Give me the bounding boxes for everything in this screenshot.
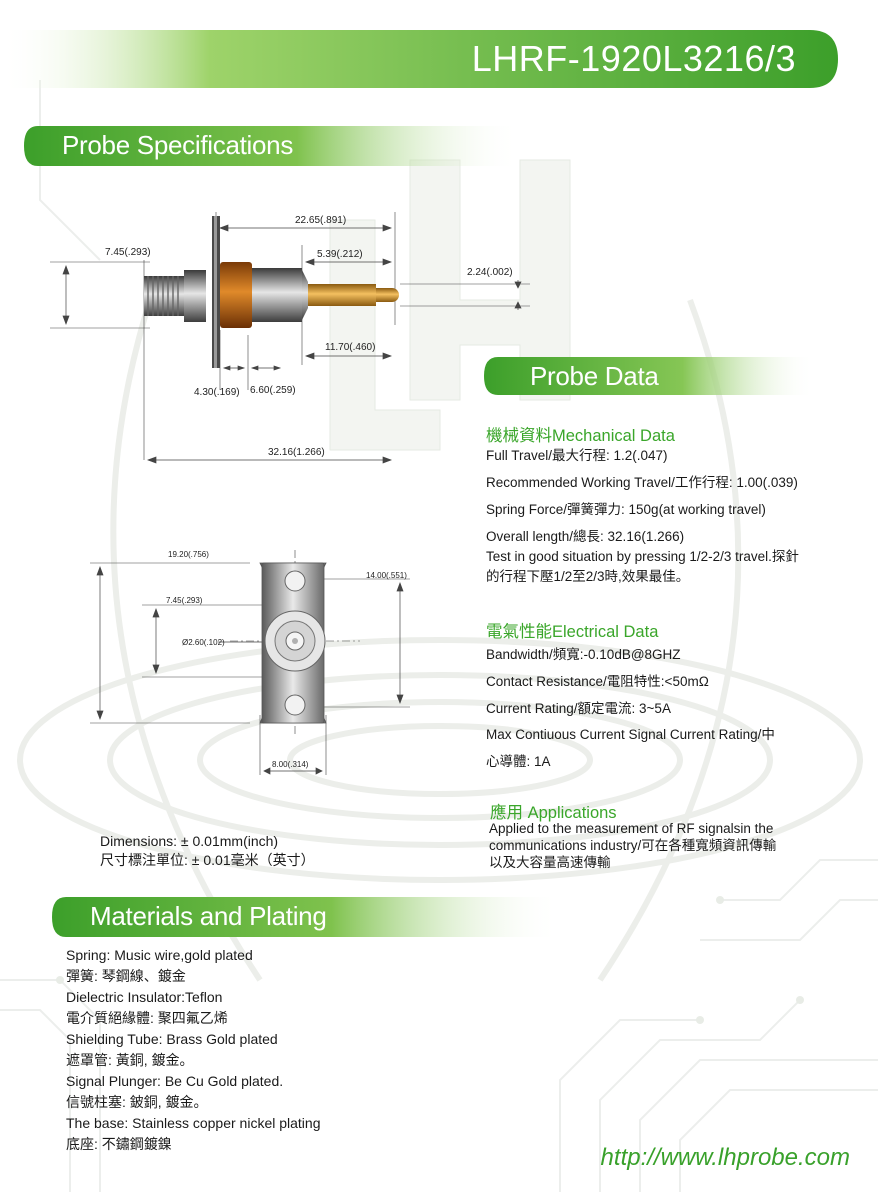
probe-front-view-drawing: 19.20(.756) 14.00(.551) 7.45(.293) Ø2.60… — [90, 550, 410, 775]
spec-overall-length: Overall length/總長: 32.16(1.266) — [486, 529, 685, 544]
dim-width: 19.20(.756) — [168, 550, 209, 559]
material-spring-zh: 彈簧: 琴鋼線、鍍金 — [66, 968, 186, 984]
section-title-materials: Materials and Plating — [90, 901, 327, 931]
dim-flange-offset: 4.30(.169) — [194, 387, 240, 398]
dim-plate-width: 8.00(.314) — [272, 760, 309, 769]
mechanical-heading: 機械資料Mechanical Data — [486, 427, 675, 445]
spec-current-rating: Current Rating/額定電流: 3~5A — [486, 701, 671, 716]
spec-contact-resistance: Contact Resistance/電阻特性:<50mΩ — [486, 674, 709, 689]
material-base: The base: Stainless copper nickel platin… — [66, 1115, 321, 1131]
applications-heading: 應用 Applications — [490, 804, 617, 822]
dim-connector-height: 7.45(.293) — [105, 247, 151, 258]
dim-hole-spacing: 14.00(.551) — [366, 571, 407, 580]
spec-full-travel: Full Travel/最大行程: 1.2(.047) — [486, 448, 668, 463]
material-plunger-zh: 信號柱塞: 鈹銅, 鍍金。 — [66, 1094, 208, 1110]
applications-line-2: communications industry/可在各種寬頻資訊傳輸 — [489, 838, 777, 853]
dim-plunger: 5.39(.212) — [317, 249, 363, 260]
electrical-heading: 電氣性能Electrical Data — [486, 623, 659, 641]
spec-test-note-zh: 的行程下壓1/2至2/3時,效果最佳。 — [486, 569, 690, 584]
material-dielectric: Dielectric Insulator:Teflon — [66, 989, 223, 1005]
applications-line-1: Applied to the measurement of RF signals… — [489, 821, 774, 836]
material-spring: Spring: Music wire,gold plated — [66, 947, 253, 963]
material-shielding-zh: 遮罩管: 黃銅, 鍍金。 — [66, 1052, 194, 1068]
section-title-probe-data: Probe Data — [530, 361, 659, 391]
dim-center-height: 7.45(.293) — [166, 596, 203, 605]
spec-bandwidth: Bandwidth/頻寬:-0.10dB@8GHZ — [486, 647, 681, 662]
material-plunger: Signal Plunger: Be Cu Gold plated. — [66, 1073, 284, 1089]
page-title: LHRF-1920L3216/3 — [471, 38, 796, 79]
spec-spring-force: Spring Force/彈簧彈力: 150g(at working trave… — [486, 502, 766, 517]
dim-plunger-diameter: 2.24(.002) — [467, 267, 513, 278]
dim-body-length: 6.60(.259) — [250, 385, 296, 396]
dim-overall-length: 32.16(1.266) — [268, 447, 325, 458]
spec-test-note: Test in good situation by pressing 1/2-2… — [486, 549, 799, 564]
website-link[interactable]: http://www.lhprobe.com — [600, 1144, 850, 1171]
probe-side-view-drawing: 22.65(.891) 7.45(.293) 5.39(.212) 2.24(.… — [50, 212, 530, 464]
dim-tip-length: 11.70(.460) — [325, 342, 375, 353]
material-shielding: Shielding Tube: Brass Gold plated — [66, 1031, 278, 1047]
dim-center-diameter: Ø2.60(.102) — [182, 638, 225, 647]
dimensions-note-zh: 尺寸標注單位: ± 0.01毫米（英寸） — [100, 852, 315, 868]
spec-max-current: Max Contiuous Current Signal Current Rat… — [486, 727, 775, 742]
applications-line-3: 以及大容量高速傳輸 — [489, 855, 611, 870]
spec-working-travel: Recommended Working Travel/工作行程: 1.00(.0… — [486, 475, 798, 490]
dimensions-note: Dimensions: ± 0.01mm(inch) — [100, 833, 279, 849]
material-dielectric-zh: 電介質絕緣體: 聚四氟乙烯 — [66, 1010, 228, 1026]
section-title-probe-specifications: Probe Specifications — [62, 130, 294, 160]
material-base-zh: 底座: 不鏽鋼鍍鎳 — [66, 1136, 172, 1152]
spec-max-current-zh: 心導體: 1A — [486, 754, 551, 769]
dim-overall-flange: 22.65(.891) — [295, 215, 346, 226]
